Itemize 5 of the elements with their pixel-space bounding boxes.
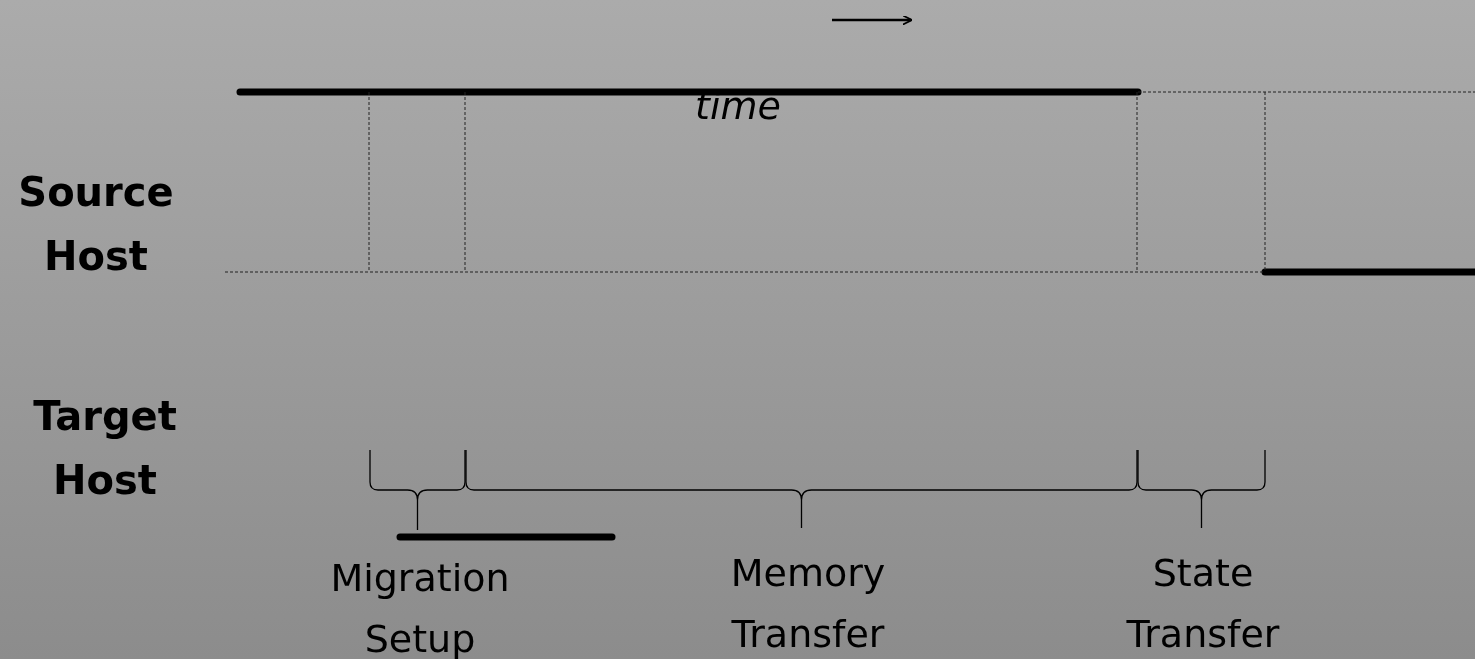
axis-label: time [694,84,782,130]
phase-label: State Transfer [1125,550,1281,658]
phase-label: Memory Transfer [729,550,887,658]
row-label: Target Host [32,392,178,505]
row-label: Source Host [17,168,175,281]
